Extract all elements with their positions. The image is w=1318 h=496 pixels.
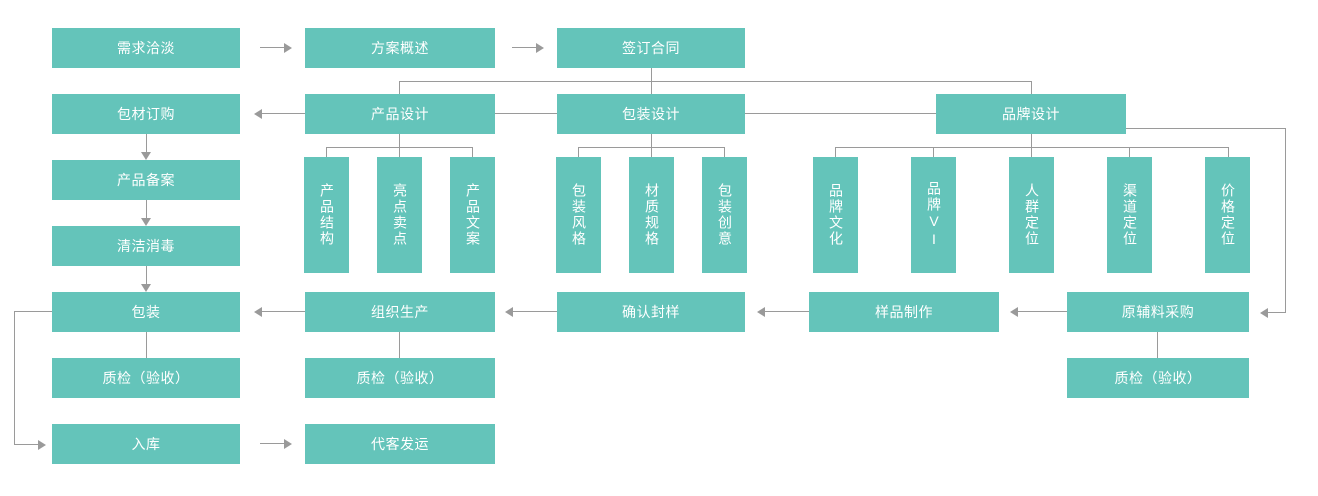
node-sign-contract[interactable]: 签订合同: [557, 28, 745, 68]
node-brand-culture[interactable]: 品牌文化: [813, 157, 858, 273]
connector-bus-to-brand-design: [1031, 81, 1032, 94]
connector-design-bus: [399, 81, 1031, 82]
connector-product-child-1: [326, 147, 327, 157]
connector-brand-child-5: [1228, 147, 1229, 157]
connector-brand-to-rawmat-top: [1126, 128, 1285, 129]
connector-package-design-stem: [651, 134, 652, 147]
node-product-structure[interactable]: 产品结构: [304, 157, 349, 273]
connector-product-design-stem: [399, 134, 400, 147]
connector-package-to-product-design: [495, 113, 557, 114]
connector-brand-child-4: [1129, 147, 1130, 157]
connector-production-to-qc: [399, 332, 400, 358]
connector-sample-to-confirm: [765, 311, 809, 312]
arrow-to-rawmat-icon: [1260, 308, 1268, 318]
node-demand[interactable]: 需求洽淡: [52, 28, 240, 68]
connector-left-to-warehouse: [14, 444, 40, 445]
node-channel-positioning[interactable]: 渠道定位: [1107, 157, 1152, 273]
node-qc-packing[interactable]: 质检（验收）: [52, 358, 240, 398]
node-product-copy[interactable]: 产品文案: [450, 157, 495, 273]
node-qc-raw-material[interactable]: 质检（验收）: [1067, 358, 1249, 398]
node-plan-overview[interactable]: 方案概述: [305, 28, 495, 68]
connector-material-order-to-record: [146, 134, 147, 154]
node-price-positioning[interactable]: 价格定位: [1205, 157, 1250, 273]
connector-brand-child-2: [933, 147, 934, 157]
connector-brand-child-1: [835, 147, 836, 157]
node-package-style[interactable]: 包装风格: [556, 157, 601, 273]
connector-brand-to-rawmat-bottom: [1268, 312, 1286, 313]
node-material-spec[interactable]: 材质规格: [629, 157, 674, 273]
arrow-plan-to-contract-icon: [536, 43, 544, 53]
connector-package-child-3: [724, 147, 725, 157]
connector-product-design-to-material-order: [262, 113, 305, 114]
connector-package-child-1: [578, 147, 579, 157]
arrow-to-packing-icon: [141, 284, 151, 292]
node-agent-shipping[interactable]: 代客发运: [305, 424, 495, 464]
node-sample-making[interactable]: 样品制作: [809, 292, 999, 332]
connector-packing-left-down: [14, 311, 15, 444]
arrow-to-warehouse-icon: [38, 440, 46, 450]
connector-packing-to-qc: [146, 332, 147, 358]
node-selling-point[interactable]: 亮点卖点: [377, 157, 422, 273]
node-clean-sterilize[interactable]: 清洁消毒: [52, 226, 240, 266]
node-warehouse-in[interactable]: 入库: [52, 424, 240, 464]
connector-plan-to-contract: [512, 47, 538, 48]
node-brand-vi[interactable]: 品牌VI: [911, 157, 956, 273]
node-confirm-seal-sample[interactable]: 确认封样: [557, 292, 745, 332]
arrow-to-sample-icon: [1010, 307, 1018, 317]
node-raw-material-purchase[interactable]: 原辅料采购: [1067, 292, 1249, 332]
connector-package-child-2: [651, 147, 652, 157]
connector-brand-child-3: [1031, 147, 1032, 157]
node-brand-design[interactable]: 品牌设计: [936, 94, 1126, 134]
connector-rawmat-to-sample: [1018, 311, 1067, 312]
connector-product-child-2: [399, 147, 400, 157]
connector-bus-to-product-design: [399, 81, 400, 94]
arrow-to-shipping-icon: [284, 439, 292, 449]
connector-brand-design-stem: [1031, 134, 1032, 147]
connector-packing-left-out: [14, 311, 52, 312]
node-product-record[interactable]: 产品备案: [52, 160, 240, 200]
connector-bus-to-package-design: [651, 81, 652, 94]
node-organize-production[interactable]: 组织生产: [305, 292, 495, 332]
node-package-design[interactable]: 包装设计: [557, 94, 745, 134]
connector-demand-to-plan: [260, 47, 286, 48]
node-packing[interactable]: 包装: [52, 292, 240, 332]
node-audience-positioning[interactable]: 人群定位: [1009, 157, 1054, 273]
node-package-creative[interactable]: 包装创意: [702, 157, 747, 273]
connector-clean-to-packing: [146, 266, 147, 286]
arrow-to-packing-left-icon: [254, 307, 262, 317]
connector-brand-to-package-design: [745, 113, 936, 114]
connector-confirm-to-production: [513, 311, 557, 312]
arrow-to-material-order-icon: [254, 109, 262, 119]
connector-production-to-packing: [262, 311, 305, 312]
connector-record-to-clean: [146, 200, 147, 220]
connector-warehouse-to-shipping: [260, 443, 286, 444]
connector-rawmat-to-qc: [1157, 332, 1158, 358]
connector-product-child-3: [472, 147, 473, 157]
connector-brand-to-rawmat-side: [1285, 128, 1286, 312]
arrow-to-clean-icon: [141, 218, 151, 226]
node-packaging-material-order[interactable]: 包材订购: [52, 94, 240, 134]
arrow-to-production-icon: [505, 307, 513, 317]
arrow-to-confirm-icon: [757, 307, 765, 317]
arrow-to-product-record-icon: [141, 152, 151, 160]
node-product-design[interactable]: 产品设计: [305, 94, 495, 134]
arrow-demand-to-plan-icon: [284, 43, 292, 53]
node-qc-production[interactable]: 质检（验收）: [305, 358, 495, 398]
connector-contract-stem: [651, 68, 652, 81]
